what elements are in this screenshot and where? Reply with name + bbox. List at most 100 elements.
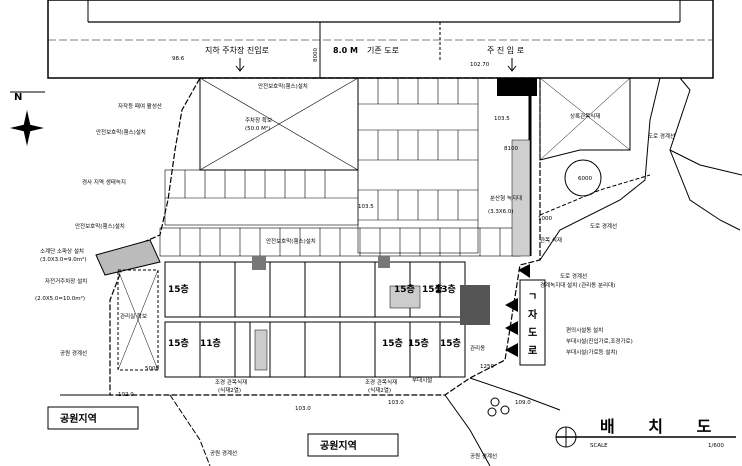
annotation-text: (50.0 M²) — [245, 125, 270, 132]
svg-text:N: N — [14, 92, 22, 103]
north-arrow-icon: N — [10, 91, 45, 146]
annotation-text: 관리동 — [470, 344, 485, 352]
floor-label: 11층 — [200, 337, 221, 349]
park-boundary — [469, 377, 561, 411]
hatch-block — [378, 256, 390, 268]
right-letters: ㄱ 자 도 로 — [528, 292, 538, 357]
annotation-text: 공원 경계선 — [470, 452, 497, 460]
triangle-marker-icon — [505, 343, 518, 357]
parking-grid — [159, 77, 521, 257]
annotation-text: 부대시설(가로등 설치) — [566, 348, 618, 356]
annotation-text: (식재2열) — [368, 386, 391, 394]
annotation-text: 103.5 — [494, 116, 510, 122]
annotation-text: 도로 경계선 — [560, 272, 587, 280]
annotation-text: 경계녹지대 설치 (관리동 분리대) — [540, 281, 615, 289]
road-curve — [539, 77, 661, 261]
annotation-text: 주차장 확보 — [245, 116, 272, 124]
annotation-text: 소계단 소파상 설치 — [40, 247, 84, 255]
annotation-text: (3.0X3.0=9.0m²) — [40, 256, 86, 263]
tree-icon — [500, 405, 510, 415]
right-letter: 자 — [528, 308, 538, 321]
right-building — [539, 77, 631, 161]
hatch-block — [252, 256, 266, 270]
right-frame — [519, 279, 546, 366]
annotation-text: 조경 관목식재 — [215, 378, 247, 386]
park-boundary — [169, 394, 211, 466]
annotation-text: 관목 식재 — [540, 236, 562, 244]
tree-icon — [490, 397, 500, 407]
annotation-text: 안전보호막(휀스)설치 — [75, 222, 125, 230]
main-road-dim: 8000 — [313, 48, 319, 62]
main-road-label: 기존 도로 — [367, 46, 399, 55]
annotation-text: 103.0 — [388, 400, 404, 406]
annotation-text: 103.5 — [358, 204, 374, 210]
scale-label: SCALE — [590, 443, 608, 449]
entrance-label: 지하 주차장 진입로 — [205, 45, 269, 55]
zone-bottom: 공원지역 — [320, 439, 357, 452]
floor-labels: 15층 15층 15층 15층 13층 15층 15층 15층 11층 — [168, 283, 461, 349]
annotation-text: 상록관목식재 — [570, 112, 600, 120]
annotation-text: 1000 — [538, 216, 552, 222]
scale-value: 1/600 — [708, 443, 724, 449]
green-strip — [95, 239, 161, 276]
dark-block — [497, 78, 537, 96]
triangle-marker-icon — [505, 321, 518, 335]
annotation-text: 부대시설 — [412, 376, 432, 384]
park-boundary — [444, 394, 491, 466]
floor-label: 15층 — [440, 337, 461, 349]
annotation-text: 도로 경계선 — [648, 132, 675, 140]
floor-label: 15층 — [422, 283, 443, 295]
annotation-text: 109.0 — [515, 400, 531, 406]
roundabout — [564, 159, 602, 197]
annotation-text: (식재2열) — [218, 386, 241, 394]
annotation-text: 분산형 녹지대 — [490, 194, 522, 202]
road-curve — [669, 77, 741, 231]
right-letter: 도 — [528, 327, 537, 339]
annotation-text: 부대시설(진입가로,조경가로) — [566, 337, 633, 345]
annotation-text: 공원 경계선 — [210, 449, 237, 457]
main-road-width: 8.0 M — [333, 46, 358, 55]
zone-left: 공원지역 — [60, 412, 97, 425]
annotation-text: 5000 — [145, 366, 159, 372]
building-row — [117, 261, 466, 378]
site-boundary — [109, 77, 541, 396]
annotation-text: 안전보호막(휀스)설치 — [96, 128, 146, 136]
tree-icon — [487, 407, 497, 417]
access-road-elev: 102.70 — [470, 62, 490, 68]
annotation-text: 도로 경계선 — [590, 222, 617, 230]
triangle-marker-icon — [518, 264, 530, 278]
roof-line — [539, 77, 631, 161]
annotation-text: 자전거주차장 설치 — [45, 277, 87, 285]
hatch-block — [460, 285, 490, 325]
annotation-text: 8100 — [504, 146, 518, 152]
annotation-text: 안전보호막(휀스)설치 — [266, 237, 316, 245]
annotation-text: 102.0 — [118, 392, 134, 398]
zone-box-left — [47, 406, 139, 430]
zone-box-bottom — [307, 433, 399, 457]
road-band — [47, 0, 714, 79]
annotation-text: 편의시설동 설치 — [566, 326, 603, 334]
annotation-text: (3.3X6.0) — [488, 209, 514, 215]
roof-line — [199, 77, 359, 171]
arrow-icon — [235, 58, 245, 72]
floor-label: 15층 — [382, 337, 403, 349]
access-road-label: 주 진 입 로 — [487, 45, 524, 55]
right-letter: ㄱ — [528, 292, 537, 303]
arrow-icon — [507, 58, 517, 72]
annotation-text: 1250 — [480, 364, 494, 370]
right-letter: 로 — [528, 345, 537, 357]
triangle-marker-icon — [505, 298, 518, 312]
floor-label: 15층 — [168, 337, 189, 349]
floor-label: 15층 — [394, 283, 415, 295]
floor-label: 15층 — [408, 337, 429, 349]
drawing-title: 배 치 도 — [600, 417, 725, 436]
entrance-elev: 98.6 — [172, 56, 185, 62]
annotation-text: 6000 — [578, 176, 592, 182]
hatch-block — [254, 329, 268, 371]
roof-line — [539, 77, 631, 151]
floor-label: 15층 — [168, 283, 189, 295]
annotation-text: 103.0 — [295, 406, 311, 412]
annotation-text: 경사 지역 생태녹지 — [82, 178, 126, 186]
annotation-text: 관리실 확보 — [120, 312, 147, 320]
annotation-text: 안전보호막(휀스)설치 — [258, 82, 308, 90]
